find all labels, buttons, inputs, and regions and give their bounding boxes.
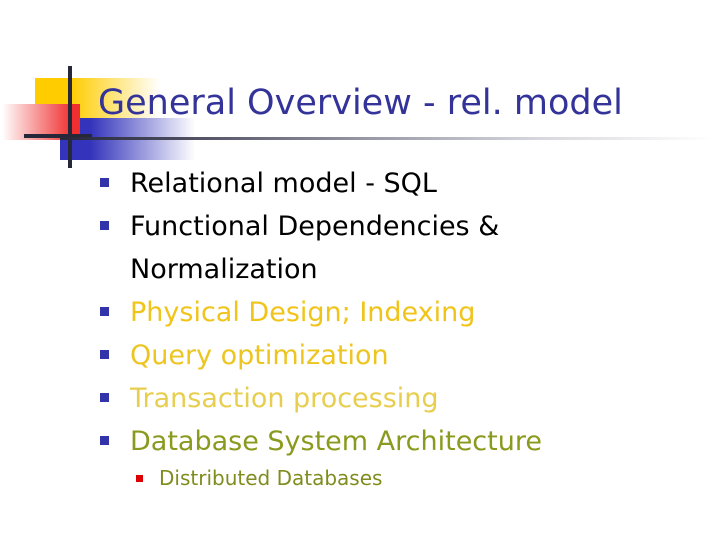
list-item: Physical Design; Indexing: [96, 291, 696, 334]
red-block-shape: [2, 104, 80, 140]
bullet-marker-icon: [100, 178, 109, 187]
bullet-text: Relational model - SQL: [130, 168, 437, 199]
bullet-text: Database System Architecture: [130, 426, 542, 457]
bullet-marker-icon: [100, 393, 109, 402]
slide-title: General Overview - rel. model: [98, 83, 623, 123]
bullet-marker-icon: [100, 221, 109, 230]
bullet-list: Relational model - SQL Functional Depend…: [96, 162, 696, 496]
bullet-text: Functional Dependencies & Normalization: [130, 211, 500, 285]
bullet-text: Transaction processing: [130, 383, 439, 414]
bullet-text: Query optimization: [130, 340, 389, 371]
list-item: Transaction processing: [96, 377, 696, 420]
sub-bullet-text: Distributed Databases: [159, 466, 383, 490]
list-item: Query optimization: [96, 334, 696, 377]
vertical-accent-line: [68, 66, 72, 168]
title-underline-rule: [60, 137, 712, 140]
sub-list-item: Distributed Databases: [132, 463, 696, 496]
sub-bullet-marker-icon: [136, 475, 143, 482]
bullet-marker-icon: [100, 350, 109, 359]
bullet-marker-icon: [100, 436, 109, 445]
list-item: Functional Dependencies & Normalization: [96, 205, 696, 291]
list-item: Relational model - SQL: [96, 162, 696, 205]
bullet-marker-icon: [100, 307, 109, 316]
list-item: Database System Architecture: [96, 420, 696, 463]
bullet-text: Physical Design; Indexing: [130, 297, 476, 328]
